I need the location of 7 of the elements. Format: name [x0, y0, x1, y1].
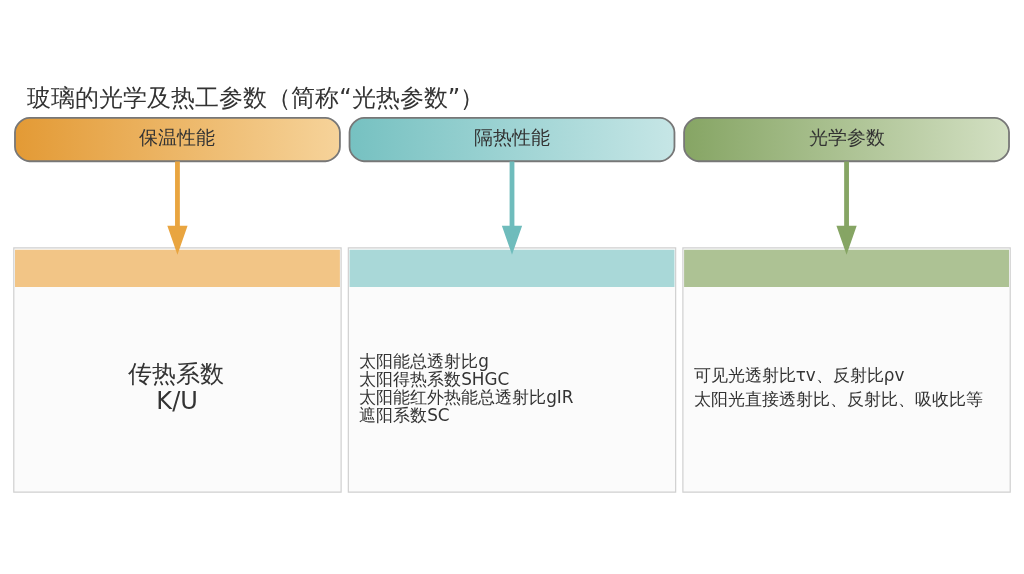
arrow: [167, 161, 188, 255]
node-box: 保温性能: [14, 117, 341, 163]
arrow: [501, 161, 523, 255]
arrow: [836, 161, 857, 255]
diagram-title: 玻璃的光学及热工参数（简称“光热参数”）: [27, 83, 485, 112]
node-box: 隔热性能: [348, 117, 676, 163]
node-box: 光学参数: [683, 117, 1010, 163]
